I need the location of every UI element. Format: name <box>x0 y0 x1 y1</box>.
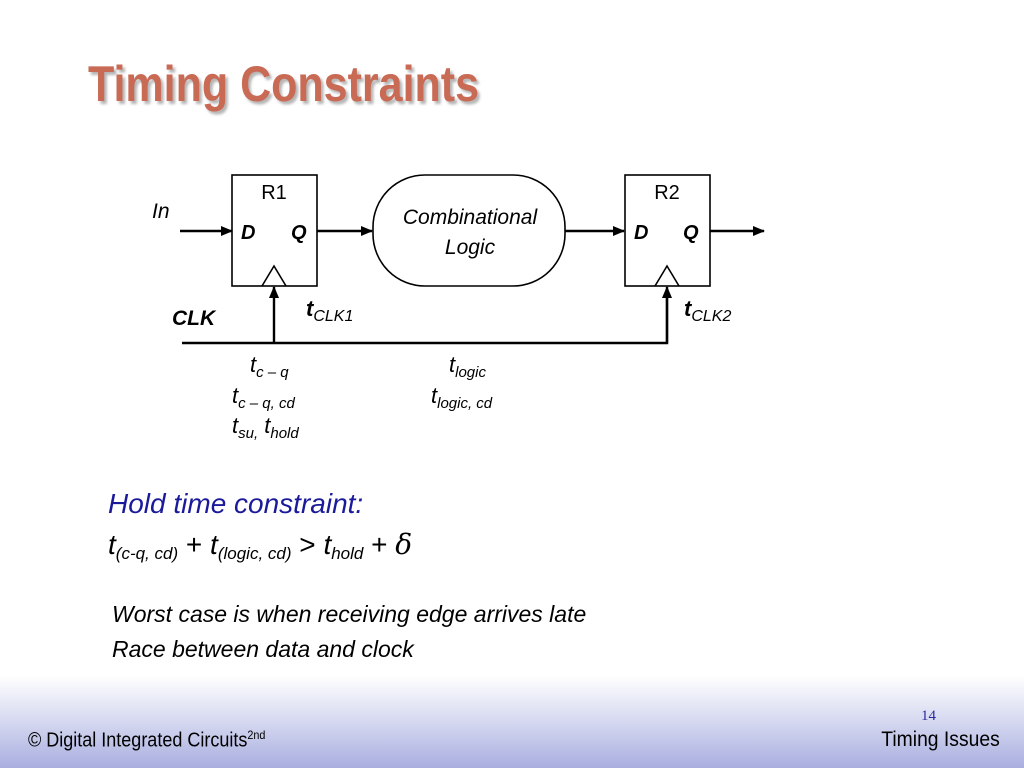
comb-logic-line2: Logic <box>445 236 496 259</box>
note-race: Race between data and clock <box>112 636 414 662</box>
combinational-logic-block <box>372 174 566 287</box>
r2-label: R2 <box>654 182 680 204</box>
timing-diagram: R1 D Q R2 D Q Combinational Logic In CLK… <box>152 174 765 442</box>
hold-time-formula: t(c-q, cd) + t(logic, cd) > thold + δ <box>108 528 413 563</box>
param-tcq: tc – q <box>250 352 289 381</box>
footer-copyright: © Digital Integrated Circuits2nd <box>28 728 266 752</box>
r1-q-label: Q <box>291 222 307 244</box>
comb-logic-line1: Combinational <box>403 206 539 229</box>
page-number: 14 <box>921 708 936 724</box>
r1-label: R1 <box>261 182 287 204</box>
r1-clock-triangle <box>261 264 287 287</box>
param-tsu-thold: tsu, thold <box>232 413 299 442</box>
in-label: In <box>152 200 170 223</box>
hold-time-heading: Hold time constraint: <box>108 488 364 519</box>
param-tlogic-cd: tlogic, cd <box>431 383 493 412</box>
tclk2-label: tCLK2 <box>684 296 731 325</box>
r2-d-label: D <box>634 222 648 244</box>
param-tcq-cd: tc – q, cd <box>232 383 295 412</box>
clock-net <box>182 290 669 345</box>
slide-title: Timing Constraints <box>88 56 480 112</box>
param-tlogic: tlogic <box>449 352 486 381</box>
r1-d-label: D <box>241 222 255 244</box>
note-worst-case: Worst case is when receiving edge arrive… <box>112 601 587 627</box>
footer-section-title: Timing Issues <box>881 728 1000 751</box>
clk-label: CLK <box>172 307 217 330</box>
r2-clock-triangle <box>654 264 680 287</box>
footer-band <box>0 676 1024 768</box>
r2-q-label: Q <box>683 222 699 244</box>
tclk1-label: tCLK1 <box>306 296 353 325</box>
